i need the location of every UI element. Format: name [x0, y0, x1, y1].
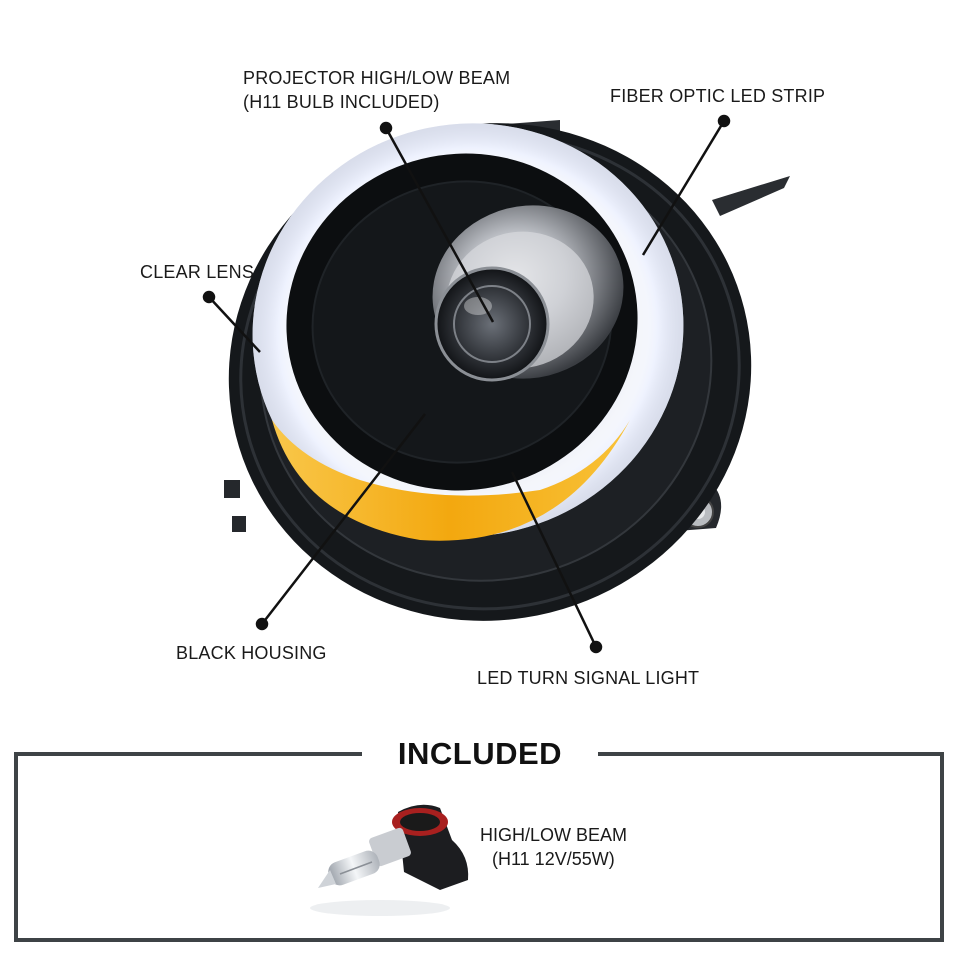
- housing-dot: [255, 617, 269, 631]
- mount-tab-right: [712, 176, 790, 216]
- projector-leader: [384, 127, 495, 323]
- clip-left-2: [232, 516, 246, 532]
- amber-turn-signal: [272, 420, 630, 541]
- headlight: [224, 120, 790, 621]
- callout-fiber-label: FIBER OPTIC LED STRIP: [610, 86, 826, 106]
- turn-leader: [510, 471, 598, 648]
- turn-dot: [589, 640, 603, 654]
- projector-lens: [434, 266, 550, 382]
- callout-projector-line1: PROJECTOR HIGH/LOW BEAM: [243, 68, 511, 88]
- callout-lines: [202, 114, 731, 654]
- included-title: INCLUDED: [362, 730, 598, 778]
- projector-dot: [379, 121, 393, 135]
- callout-clear-lens-label: CLEAR LENS: [140, 262, 255, 282]
- callout-housing-label: BLACK HOUSING: [176, 643, 327, 663]
- fiber-dot: [717, 114, 731, 128]
- clip-left-1: [224, 480, 240, 498]
- callout-turn-signal-label: LED TURN SIGNAL LIGHT: [477, 668, 700, 688]
- callout-projector-label: PROJECTOR HIGH/LOW BEAM (H11 BULB INCLUD…: [243, 66, 510, 114]
- clear-lens-leader: [208, 296, 261, 353]
- bulb-spec-line1: HIGH/LOW BEAM: [480, 825, 628, 845]
- housing-leader: [261, 413, 426, 625]
- h11-bulb-image: [310, 804, 469, 916]
- fiber-leader: [641, 120, 726, 256]
- bulb-spec-line2: (H11 12V/55W): [492, 849, 615, 869]
- bulb-spec-label: HIGH/LOW BEAM (H11 12V/55W): [480, 823, 627, 871]
- callout-projector-line2: (H11 BULB INCLUDED): [243, 92, 440, 112]
- included-frame: [14, 752, 944, 942]
- clear-lens-dot: [202, 290, 216, 304]
